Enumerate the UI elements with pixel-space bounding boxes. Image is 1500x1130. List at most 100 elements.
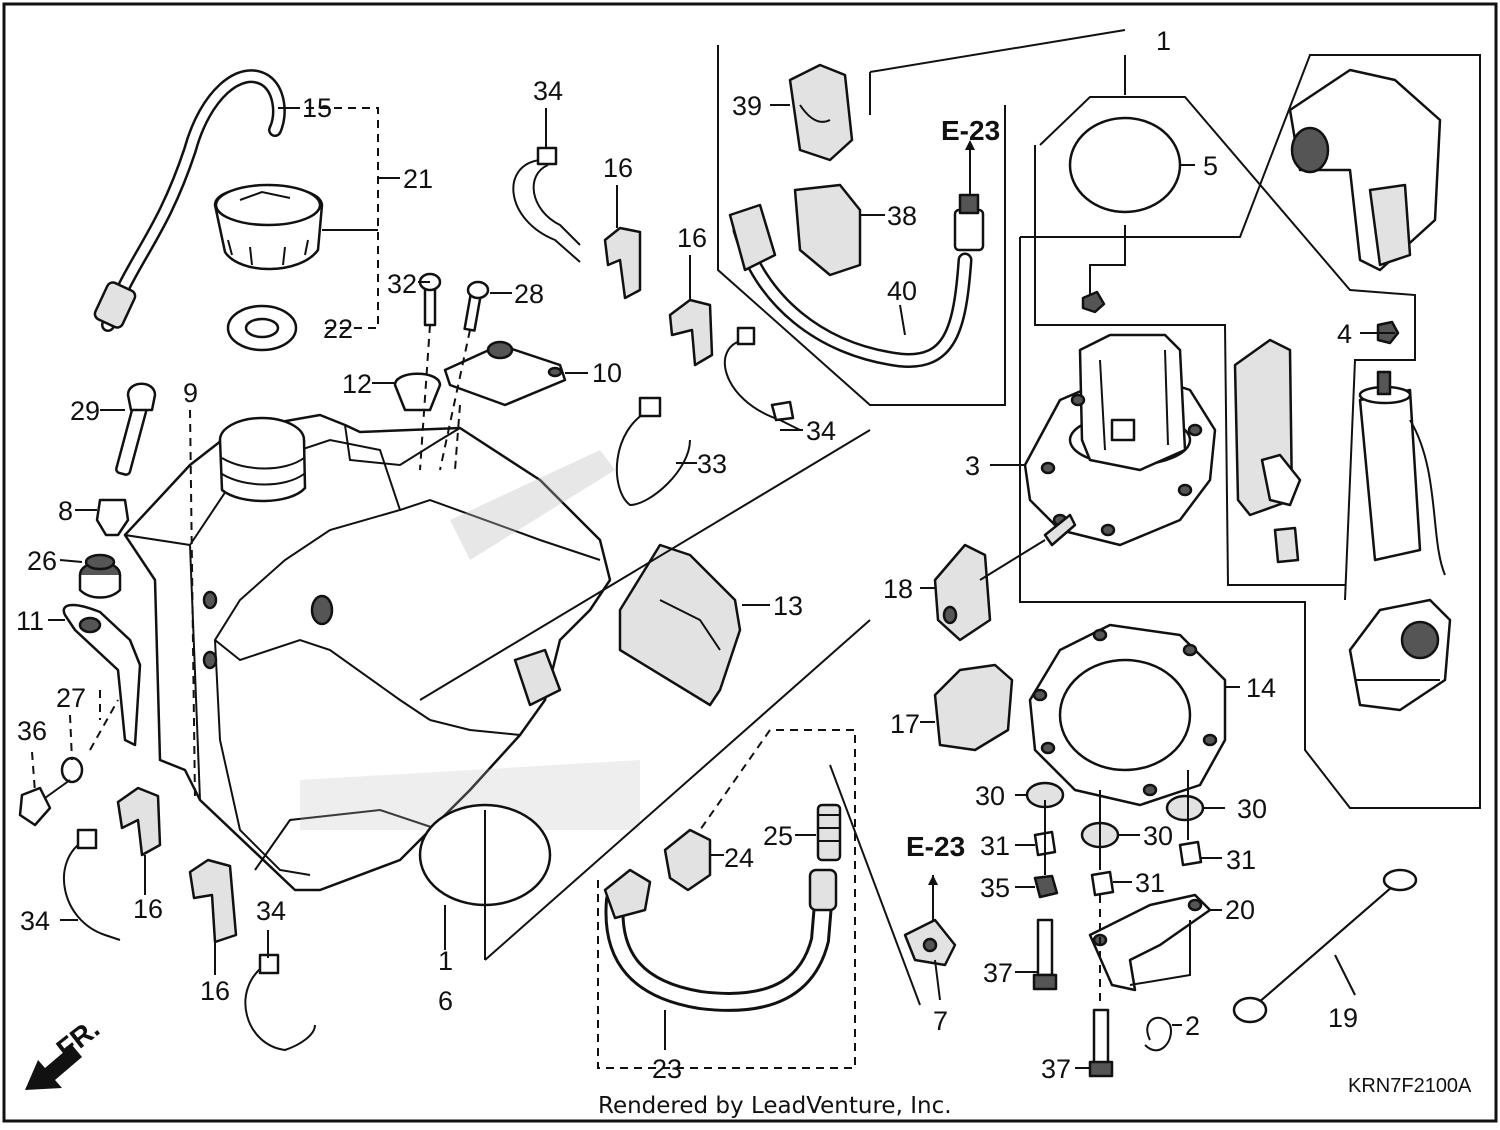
label-5: 5 — [1203, 151, 1218, 181]
label-31: 31 — [980, 831, 1010, 861]
label-10: 10 — [592, 358, 622, 388]
connector-39 — [788, 63, 854, 162]
label-16: 16 — [133, 894, 163, 924]
clip-17 — [933, 663, 1014, 752]
clip-16-left — [116, 786, 162, 857]
spring-25 — [816, 803, 842, 862]
reference-callout-e23-bottom: E-23 — [906, 831, 965, 862]
label-19: 19 — [1328, 1003, 1358, 1033]
label-28: 28 — [514, 279, 544, 309]
fuel-pump-motor — [1358, 370, 1446, 576]
clip-16-bottom — [188, 858, 238, 944]
label-18: 18 — [883, 574, 913, 604]
label-13: 13 — [773, 591, 803, 621]
bolt-29 — [115, 382, 157, 476]
label-3: 3 — [965, 451, 980, 481]
label-1: 1 — [1156, 26, 1171, 56]
label-30: 30 — [975, 781, 1005, 811]
label-37: 37 — [983, 958, 1013, 988]
bolt-36 — [18, 779, 71, 827]
callout-arrow-top — [965, 140, 975, 150]
label-32: 32 — [387, 269, 417, 299]
nut-35 — [1033, 874, 1059, 899]
label-6: 6 — [438, 986, 453, 1016]
label-34: 34 — [20, 906, 50, 936]
label-24: 24 — [724, 843, 754, 873]
label-33: 33 — [697, 449, 727, 479]
label-16: 16 — [200, 976, 230, 1006]
bolt-37-top — [1032, 918, 1058, 991]
bolt-37-bottom — [1088, 1008, 1114, 1078]
front-direction-arrow: FR. — [25, 1013, 105, 1090]
label-22: 22 — [323, 314, 353, 344]
label-40: 40 — [887, 276, 917, 306]
diagram-code: KRN7F2100A — [1348, 1075, 1472, 1097]
grommet-26 — [78, 553, 122, 599]
strap-19 — [1232, 868, 1418, 1024]
label-8: 8 — [58, 496, 73, 526]
part-labels: 1 1 2 3 4 5 6 7 8 9 10 11 12 13 14 15 16… — [16, 26, 1358, 1084]
guard-13 — [618, 543, 742, 707]
label-30: 30 — [1143, 821, 1173, 851]
label-21: 21 — [403, 164, 433, 194]
breather-tube — [93, 69, 286, 332]
label-26: 26 — [27, 546, 57, 576]
label-34: 34 — [806, 416, 836, 446]
band-clip-34-bottom — [244, 953, 316, 1052]
band-clip-34-mid — [723, 326, 801, 431]
callout-arrow-bottom — [928, 875, 938, 885]
bracket-11 — [62, 603, 142, 747]
label-23: 23 — [652, 1054, 682, 1084]
harness-40 — [728, 193, 985, 368]
label-1: 1 — [438, 946, 453, 976]
band-clip-34-left — [63, 828, 121, 941]
fuel-hose-23 — [603, 868, 838, 1012]
label-31: 31 — [1226, 845, 1256, 875]
clip-16-top — [603, 226, 642, 300]
label-2: 2 — [1185, 1011, 1200, 1041]
grommet-8 — [95, 498, 130, 537]
label-15: 15 — [302, 93, 332, 123]
label-16: 16 — [677, 223, 707, 253]
grommet-12 — [393, 372, 442, 412]
nuts-31 — [1033, 830, 1203, 897]
fuel-cap — [213, 183, 324, 271]
label-34: 34 — [256, 896, 286, 926]
stipple-shade — [300, 450, 640, 830]
pressure-regulator — [1288, 68, 1442, 272]
label-31: 31 — [1135, 868, 1165, 898]
label-12: 12 — [342, 369, 372, 399]
connector-7 — [903, 918, 957, 967]
stay-20 — [1088, 893, 1212, 992]
plate-10 — [443, 340, 567, 407]
reference-callout-e23-top: E-23 — [941, 115, 1000, 146]
label-34: 34 — [533, 76, 563, 106]
pump-strainer — [1348, 598, 1452, 712]
clamp-24 — [663, 828, 712, 892]
label-7: 7 — [933, 1006, 948, 1036]
o-ring-5 — [1068, 116, 1182, 214]
leader-lines — [31, 29, 1481, 1069]
clip-16-mid — [668, 298, 714, 367]
label-27: 27 — [56, 683, 86, 713]
label-36: 36 — [17, 716, 47, 746]
label-4: 4 — [1337, 319, 1352, 349]
label-20: 20 — [1225, 895, 1255, 925]
label-17: 17 — [890, 709, 920, 739]
label-25: 25 — [763, 821, 793, 851]
label-11: 11 — [16, 606, 44, 636]
label-37: 37 — [1041, 1054, 1071, 1084]
fuel-cap-gasket — [226, 304, 298, 352]
label-16: 16 — [603, 153, 633, 183]
fuel-tank — [123, 413, 612, 892]
pump-filter — [1233, 338, 1302, 564]
clip-2 — [1144, 1016, 1172, 1052]
bracket-18 — [933, 543, 992, 642]
nut-top — [1081, 290, 1106, 314]
band-clip-34-top — [512, 146, 581, 263]
label-29: 29 — [70, 396, 100, 426]
label-30: 30 — [1237, 794, 1267, 824]
